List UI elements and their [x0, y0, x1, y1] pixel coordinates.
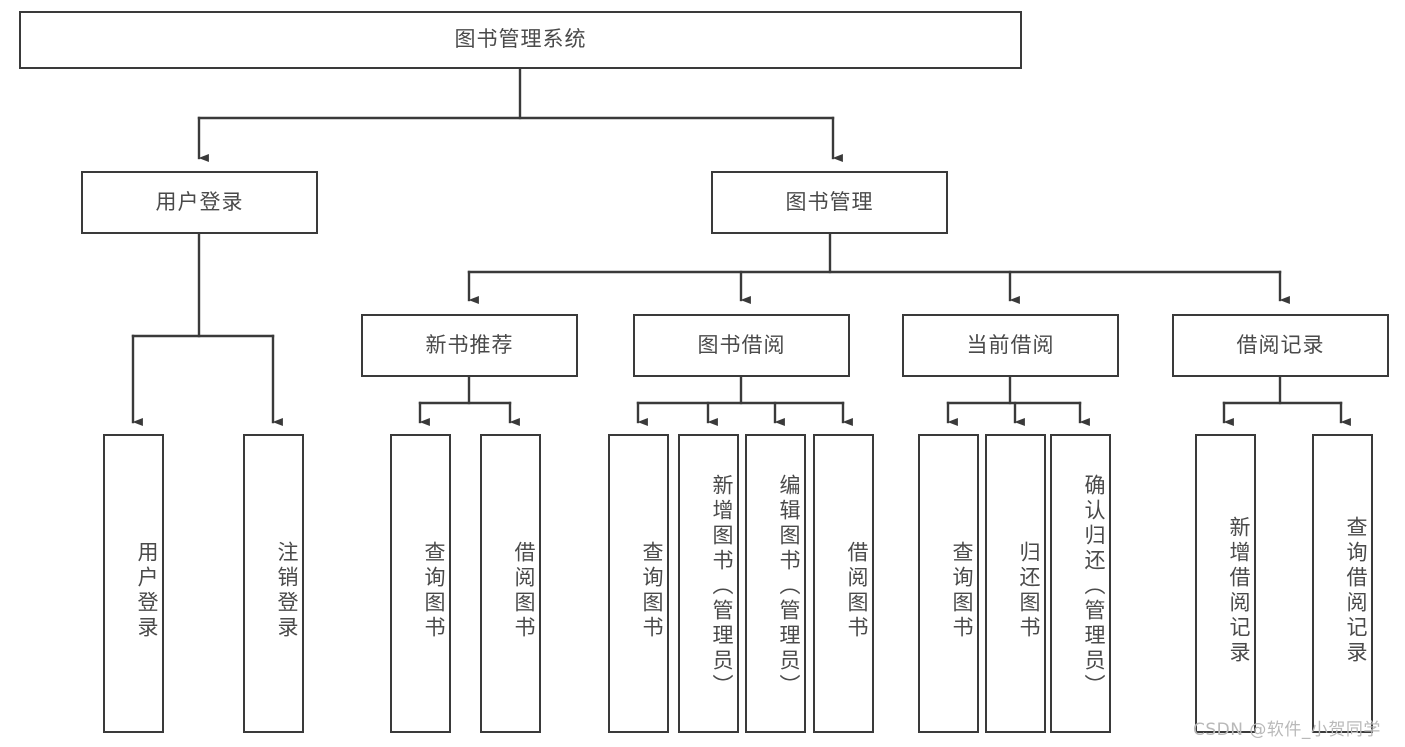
node-borrow-record[interactable]: 借阅记录 — [1172, 314, 1389, 377]
node-book-manage-label: 图书管理 — [785, 189, 874, 214]
node-book-borrow-label: 图书借阅 — [697, 332, 786, 357]
node-leaf-add-book-label: 新增图书（管理员） — [710, 474, 734, 699]
node-leaf-edit-book-label: 编辑图书（管理员） — [777, 474, 801, 699]
node-leaf-query-book-3-label: 查询图书 — [950, 540, 974, 641]
node-leaf-borrow-book-1-label: 借阅图书 — [512, 540, 536, 641]
node-book-manage[interactable]: 图书管理 — [711, 171, 948, 234]
node-leaf-edit-book[interactable]: 编辑图书（管理员） — [745, 434, 806, 733]
node-leaf-user-login[interactable]: 用户登录 — [103, 434, 164, 733]
node-book-borrow[interactable]: 图书借阅 — [633, 314, 850, 377]
node-leaf-add-record[interactable]: 新增借阅记录 — [1195, 434, 1256, 733]
csdn-watermark: CSDN @软件_小贺同学 — [1193, 720, 1381, 740]
node-leaf-borrow-book-2-label: 借阅图书 — [845, 540, 869, 641]
node-leaf-logout-login-label: 注销登录 — [275, 540, 299, 641]
node-leaf-query-book-3[interactable]: 查询图书 — [918, 434, 979, 733]
node-leaf-query-book-2-label: 查询图书 — [640, 540, 664, 641]
node-leaf-borrow-book-1[interactable]: 借阅图书 — [480, 434, 541, 733]
node-user-login-label: 用户登录 — [155, 189, 244, 214]
node-leaf-logout-login[interactable]: 注销登录 — [243, 434, 304, 733]
node-borrow-record-label: 借阅记录 — [1236, 332, 1325, 357]
node-leaf-add-book[interactable]: 新增图书（管理员） — [678, 434, 739, 733]
node-leaf-confirm-return-label: 确认归还（管理员） — [1082, 474, 1106, 699]
node-root-label: 图书管理系统 — [454, 27, 587, 52]
node-current-borrow[interactable]: 当前借阅 — [902, 314, 1119, 377]
node-user-login[interactable]: 用户登录 — [81, 171, 318, 234]
node-leaf-return-book[interactable]: 归还图书 — [985, 434, 1046, 733]
node-leaf-add-record-label: 新增借阅记录 — [1227, 515, 1251, 666]
node-current-borrow-label: 当前借阅 — [966, 332, 1055, 357]
node-new-book-recommend[interactable]: 新书推荐 — [361, 314, 578, 377]
node-leaf-borrow-book-2[interactable]: 借阅图书 — [813, 434, 874, 733]
node-root[interactable]: 图书管理系统 — [19, 11, 1022, 69]
node-leaf-query-book-1-label: 查询图书 — [422, 540, 446, 641]
node-leaf-user-login-label: 用户登录 — [135, 540, 159, 641]
node-leaf-query-book-2[interactable]: 查询图书 — [608, 434, 669, 733]
node-leaf-confirm-return[interactable]: 确认归还（管理员） — [1050, 434, 1111, 733]
node-leaf-query-record[interactable]: 查询借阅记录 — [1312, 434, 1373, 733]
node-new-book-recommend-label: 新书推荐 — [425, 332, 514, 357]
node-leaf-query-record-label: 查询借阅记录 — [1344, 515, 1368, 666]
node-leaf-return-book-label: 归还图书 — [1017, 540, 1041, 641]
node-leaf-query-book-1[interactable]: 查询图书 — [390, 434, 451, 733]
